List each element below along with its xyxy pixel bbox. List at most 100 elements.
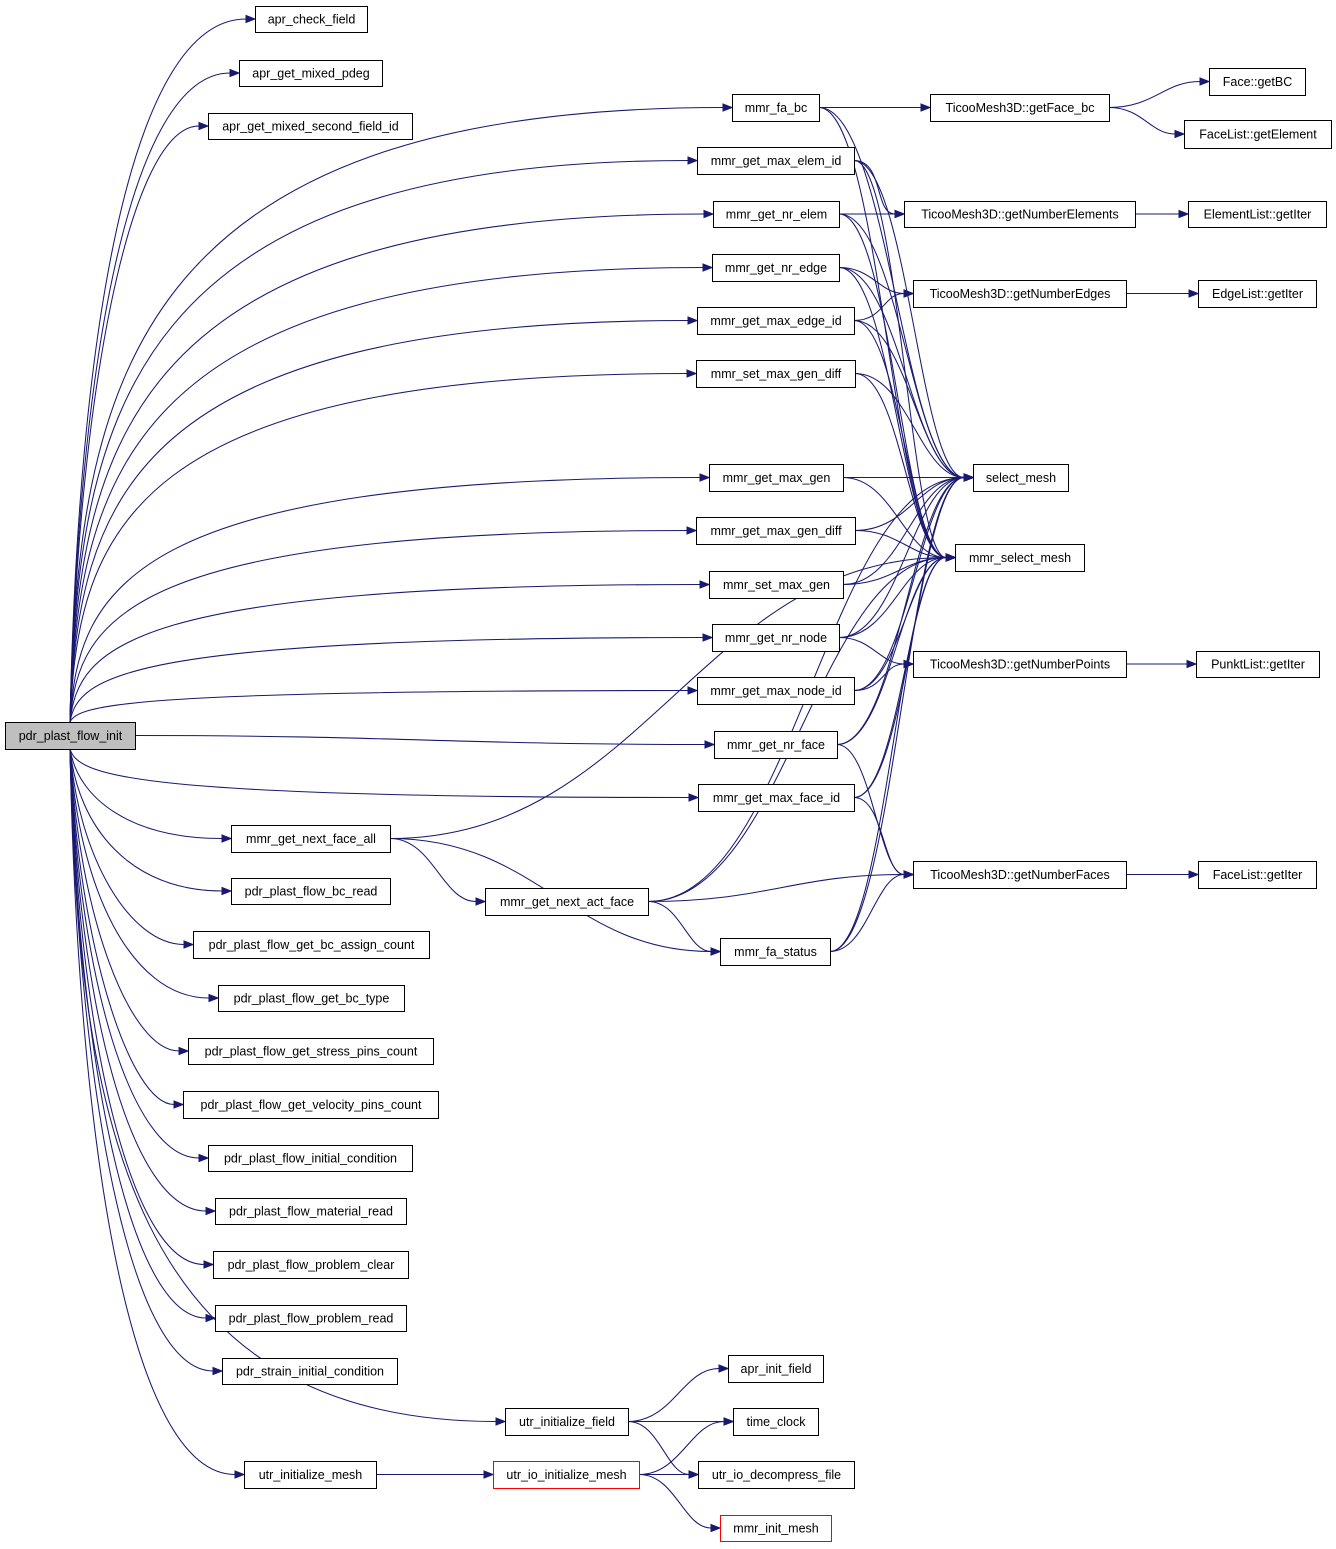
node-utr-initialize-field[interactable]: utr_initialize_field	[505, 1408, 629, 1436]
node-getnumberelements[interactable]: TicooMesh3D::getNumberElements	[904, 201, 1136, 228]
node-facelist-getiter[interactable]: FaceList::getIter	[1198, 861, 1317, 889]
node-box	[697, 147, 855, 175]
node-pdr-plast-flow-get-velocity-pins-count[interactable]: pdr_plast_flow_get_velocity_pins_count	[183, 1091, 439, 1119]
node-mmr-get-nr-node[interactable]: mmr_get_nr_node	[712, 624, 840, 652]
node-box	[913, 861, 1127, 889]
node-box	[231, 878, 391, 905]
node-mmr-select-mesh[interactable]: mmr_select_mesh	[955, 544, 1085, 572]
node-utr-io-initialize-mesh[interactable]: utr_io_initialize_mesh	[493, 1461, 640, 1489]
edge-arrowhead	[1174, 129, 1186, 139]
node-time-clock[interactable]: time_clock	[733, 1408, 819, 1436]
node-box	[709, 464, 844, 492]
node-select-mesh[interactable]: select_mesh	[973, 464, 1069, 492]
node-mmr-get-max-face-id[interactable]: mmr_get_max_face_id	[698, 784, 855, 812]
node-pdr-plast-flow-material-read[interactable]: pdr_plast_flow_material_read	[215, 1198, 407, 1225]
edge-line	[1108, 106, 1176, 135]
edge-line	[389, 837, 477, 903]
node-pdr-strain-initial-condition[interactable]: pdr_strain_initial_condition	[222, 1358, 398, 1385]
node-mmr-init-mesh[interactable]: mmr_init_mesh	[720, 1515, 832, 1542]
edge-arrowhead	[1188, 870, 1200, 879]
edge-getNumberElements-to-ElementList_getIter	[1135, 209, 1190, 219]
edge-mmr_get_nr_node-to-getNumberPoints	[838, 636, 915, 669]
edge-pdr_plast_flow_init-to-apr_get_mixed_pdeg	[69, 68, 241, 723]
edge-pdr_plast_flow_init-to-pdr_plast_flow_material_read	[69, 748, 217, 1216]
node-mmr-set-max-gen[interactable]: mmr_set_max_gen	[709, 571, 844, 599]
node-mmr-get-nr-edge[interactable]: mmr_get_nr_edge	[712, 254, 840, 282]
node-box	[1209, 68, 1306, 96]
node-pdr-plast-flow-get-bc-type[interactable]: pdr_plast_flow_get_bc_type	[218, 985, 405, 1012]
edge-line	[69, 748, 175, 1106]
edge-line	[647, 556, 947, 903]
edge-mmr_get_nr_elem-to-mmr_select_mesh	[838, 213, 957, 562]
node-facelist-getelement[interactable]: FaceList::getElement	[1184, 120, 1332, 149]
edge-line	[69, 319, 689, 723]
node-box	[720, 938, 831, 966]
node-getnumberfaces[interactable]: TicooMesh3D::getNumberFaces	[913, 861, 1127, 889]
node-label: pdr_plast_flow_initial_condition	[224, 1152, 397, 1166]
node-box	[218, 985, 405, 1012]
node-pdr-plast-flow-get-bc-assign-count[interactable]: pdr_plast_flow_get_bc_assign_count	[193, 931, 430, 959]
edge-mmr_set_max_gen_diff-to-select_mesh	[854, 372, 975, 482]
node-box	[239, 60, 383, 87]
node-apr-init-field[interactable]: apr_init_field	[728, 1355, 824, 1383]
node-box	[709, 571, 844, 599]
node-punktlist-getiter[interactable]: PunktList::getIter	[1196, 651, 1320, 678]
node-pdr-plast-flow-problem-read[interactable]: pdr_plast_flow_problem_read	[215, 1305, 407, 1332]
node-utr-io-decompress-file[interactable]: utr_io_decompress_file	[698, 1461, 855, 1489]
edge-utr_io_initialize_mesh-to-time_clock	[638, 1417, 735, 1476]
node-pdr-plast-flow-initial-condition[interactable]: pdr_plast_flow_initial_condition	[208, 1145, 413, 1172]
node-box	[213, 1251, 409, 1279]
edge-pdr_plast_flow_init-to-mmr_get_max_node_id	[69, 686, 699, 723]
node-box	[696, 360, 856, 388]
node-label: mmr_get_max_face_id	[713, 791, 840, 805]
node-utr-initialize-mesh[interactable]: utr_initialize_mesh	[244, 1461, 377, 1489]
edge-mmr_get_nr_node-to-select_mesh	[838, 473, 975, 639]
node-mmr-get-max-elem-id[interactable]: mmr_get_max_elem_id	[697, 147, 855, 175]
node-box	[193, 931, 430, 959]
node-getface-bc[interactable]: TicooMesh3D::getFace_bc	[930, 94, 1110, 122]
node-mmr-get-max-node-id[interactable]: mmr_get_max_node_id	[697, 677, 855, 705]
node-mmr-get-next-act-face[interactable]: mmr_get_next_act_face	[485, 888, 649, 916]
node-mmr-get-max-gen-diff[interactable]: mmr_get_max_gen_diff	[696, 517, 856, 545]
node-pdr-plast-flow-bc-read[interactable]: pdr_plast_flow_bc_read	[231, 878, 391, 905]
edge-pdr_plast_flow_init-to-mmr_set_max_gen	[69, 580, 711, 723]
edge-arrowhead	[702, 263, 714, 272]
edge-line	[389, 556, 947, 840]
edge-arrowhead	[212, 1366, 224, 1376]
node-pdr-plast-flow-problem-clear[interactable]: pdr_plast_flow_problem_clear	[213, 1251, 409, 1279]
edge-mmr_get_next_act_face-to-mmr_fa_status	[647, 900, 722, 956]
edge-line	[69, 583, 701, 723]
edge-pdr_plast_flow_init-to-pdr_plast_flow_get_bc_assign_count	[69, 748, 195, 949]
node-getnumberedges[interactable]: TicooMesh3D::getNumberEdges	[913, 280, 1127, 308]
edge-line	[69, 72, 231, 723]
node-edgelist-getiter[interactable]: EdgeList::getIter	[1198, 280, 1317, 308]
edge-pdr_plast_flow_init-to-pdr_plast_flow_get_bc_type	[69, 748, 220, 1003]
node-box	[713, 201, 840, 228]
node-mmr-get-next-face-all[interactable]: mmr_get_next_face_all	[231, 825, 391, 853]
node-mmr-set-max-gen-diff[interactable]: mmr_set_max_gen_diff	[696, 360, 856, 388]
node-box	[930, 94, 1110, 122]
node-pdr-plast-flow-get-stress-pins-count[interactable]: pdr_plast_flow_get_stress_pins_count	[188, 1038, 434, 1065]
edge-mmr_fa_status-to-getNumberFaces	[829, 870, 915, 953]
node-getnumberpoints[interactable]: TicooMesh3D::getNumberPoints	[913, 651, 1127, 678]
node-box	[698, 1461, 855, 1489]
node-face-getbc[interactable]: Face::getBC	[1209, 68, 1306, 96]
node-apr-get-mixed-pdeg[interactable]: apr_get_mixed_pdeg	[239, 60, 383, 87]
edge-pdr_plast_flow_init-to-mmr_get_nr_face	[134, 734, 716, 749]
edge-pdr_plast_flow_init-to-pdr_plast_flow_problem_clear	[69, 748, 215, 1269]
edge-arrowhead	[198, 1153, 210, 1163]
node-mmr-get-max-gen[interactable]: mmr_get_max_gen	[709, 464, 844, 492]
edge-arrowhead	[178, 1046, 190, 1056]
node-mmr-get-nr-face[interactable]: mmr_get_nr_face	[714, 731, 838, 759]
node-apr-check-field[interactable]: apr_check_field	[255, 6, 368, 33]
node-mmr-get-nr-elem[interactable]: mmr_get_nr_elem	[713, 201, 840, 228]
node-mmr-fa-bc[interactable]: mmr_fa_bc	[732, 94, 820, 122]
edge-arrowhead	[723, 1417, 735, 1426]
node-mmr-get-max-edge-id[interactable]: mmr_get_max_edge_id	[697, 307, 855, 335]
node-label: pdr_plast_flow_bc_read	[245, 885, 378, 899]
node-elementlist-getiter[interactable]: ElementList::getIter	[1188, 201, 1327, 228]
node-pdr-plast-flow-init[interactable]: pdr_plast_flow_init	[5, 722, 136, 750]
node-mmr-fa-status[interactable]: mmr_fa_status	[720, 938, 831, 966]
node-apr-get-mixed-second-field-id[interactable]: apr_get_mixed_second_field_id	[208, 113, 413, 140]
